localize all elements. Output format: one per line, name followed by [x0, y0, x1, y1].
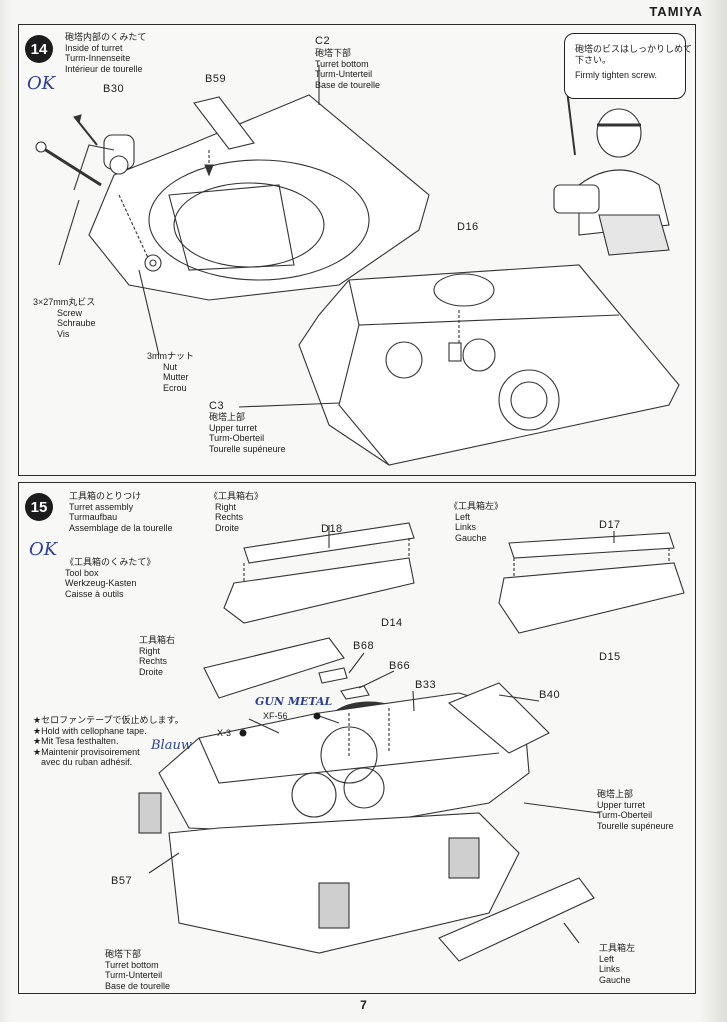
speech-bubble: 砲塔のビスはしっかりしめて 下さい。 Firmly tighten screw. [564, 33, 692, 99]
label-b33: B33 [415, 679, 437, 691]
part-b66-shape [340, 685, 370, 700]
handwritten-ok-14: OK [27, 73, 56, 94]
c3-description: 砲塔上部 Upper turret Turm-Oberteil Tourelle… [209, 412, 286, 454]
label-d17: D17 [599, 519, 621, 531]
left-toolbox-label: 《工具箱左》 Left Links Gauche [449, 501, 504, 543]
label-b59: B59 [205, 73, 227, 85]
nut-shape [144, 254, 162, 272]
label-d16: D16 [457, 221, 479, 233]
right-toolbox-assembled [203, 637, 345, 699]
label-b30: B30 [103, 83, 125, 95]
label-d14: D14 [381, 617, 403, 629]
toolbox-assembly-label: 《工具箱のくみたて》 Tool box Werkzeug-Kasten Cais… [65, 557, 156, 599]
step-14-title: 砲塔内部のくみたて Inside of turret Turm-Innensei… [65, 32, 147, 74]
turret-bottom-c2 [88, 94, 430, 301]
tape-instruction: ★セロファンテープで仮止めします。 ★Hold with cellophane … [33, 715, 184, 767]
mechanic-illustration [553, 89, 670, 256]
label-d15: D15 [599, 651, 621, 663]
right-toolbox-label: 《工具箱右》 Right Rechts Droite [209, 491, 264, 533]
label-c3: C3 [209, 400, 225, 412]
bubble-text-jp-2: 下さい。 [575, 55, 612, 65]
part-b68-shape [318, 667, 348, 684]
left-toolbox-assembled [438, 877, 595, 962]
turret-bottom-label: 砲塔下部 Turret bottom Turm-Unterteil Base d… [105, 949, 171, 991]
label-b40: B40 [539, 689, 561, 701]
step-15-title: 工具箱のとりつけ Turret assembly Turmaufbau Asse… [69, 491, 173, 533]
paint-label-x3: X-3 [217, 728, 232, 738]
c2-description: 砲塔下部 Turret bottom Turm-Unterteil Base d… [315, 48, 381, 90]
part-b59-shape [193, 96, 255, 150]
left-toolbox-label-2: 工具箱左 Left Links Gauche [599, 943, 636, 985]
upper-turret-c3 [298, 264, 680, 466]
paint-label-xf56: XF-56 [263, 711, 288, 721]
paint-dot-xf56 [313, 712, 321, 720]
handwritten-ok-15: OK [29, 539, 58, 560]
upper-turret-label: 砲塔上部 Upper turret Turm-Oberteil Tourelle… [597, 789, 674, 831]
step-15-number: 15 [25, 493, 53, 521]
bubble-text-jp-1: 砲塔のビスはしっかりしめて [575, 44, 693, 54]
nut-description: 3mmナット Nut Mutter Ecrou [147, 351, 194, 393]
part-d15-shape [498, 562, 685, 634]
paint-dot-x3 [239, 729, 247, 737]
label-b68: B68 [353, 640, 375, 652]
screw-shape [35, 141, 102, 187]
step-14-panel: 14 砲塔内部のくみたて Inside of turret Turm-Innen… [18, 24, 696, 476]
step-14-number: 14 [25, 35, 53, 63]
label-b66: B66 [389, 660, 411, 672]
label-c2: C2 [315, 35, 331, 47]
paint-markers [239, 712, 321, 737]
step-15-drawing [138, 522, 685, 962]
handwritten-gunmetal: GUN METAL [255, 695, 333, 708]
bubble-text-en: Firmly tighten screw. [575, 70, 658, 80]
step-14-drawing [35, 65, 680, 466]
label-b57: B57 [111, 875, 133, 887]
right-toolbox-label-2: 工具箱右 Right Rechts Droite [139, 635, 176, 677]
part-d17-shape [508, 532, 675, 559]
part-d16-shape [433, 273, 495, 307]
part-b40-shape [447, 682, 550, 754]
page-number: 7 [360, 998, 367, 1012]
handwritten-blau: Blauw [151, 738, 192, 753]
part-d14-shape [223, 557, 415, 624]
label-d18: D18 [321, 523, 343, 535]
step-15-panel: 15 工具箱のとりつけ Turret assembly Turmaufbau A… [18, 482, 696, 994]
screw-description: 3×27mm丸ビス Screw Schraube Vis [33, 297, 96, 339]
brand-logo: TAMIYA [649, 4, 703, 19]
